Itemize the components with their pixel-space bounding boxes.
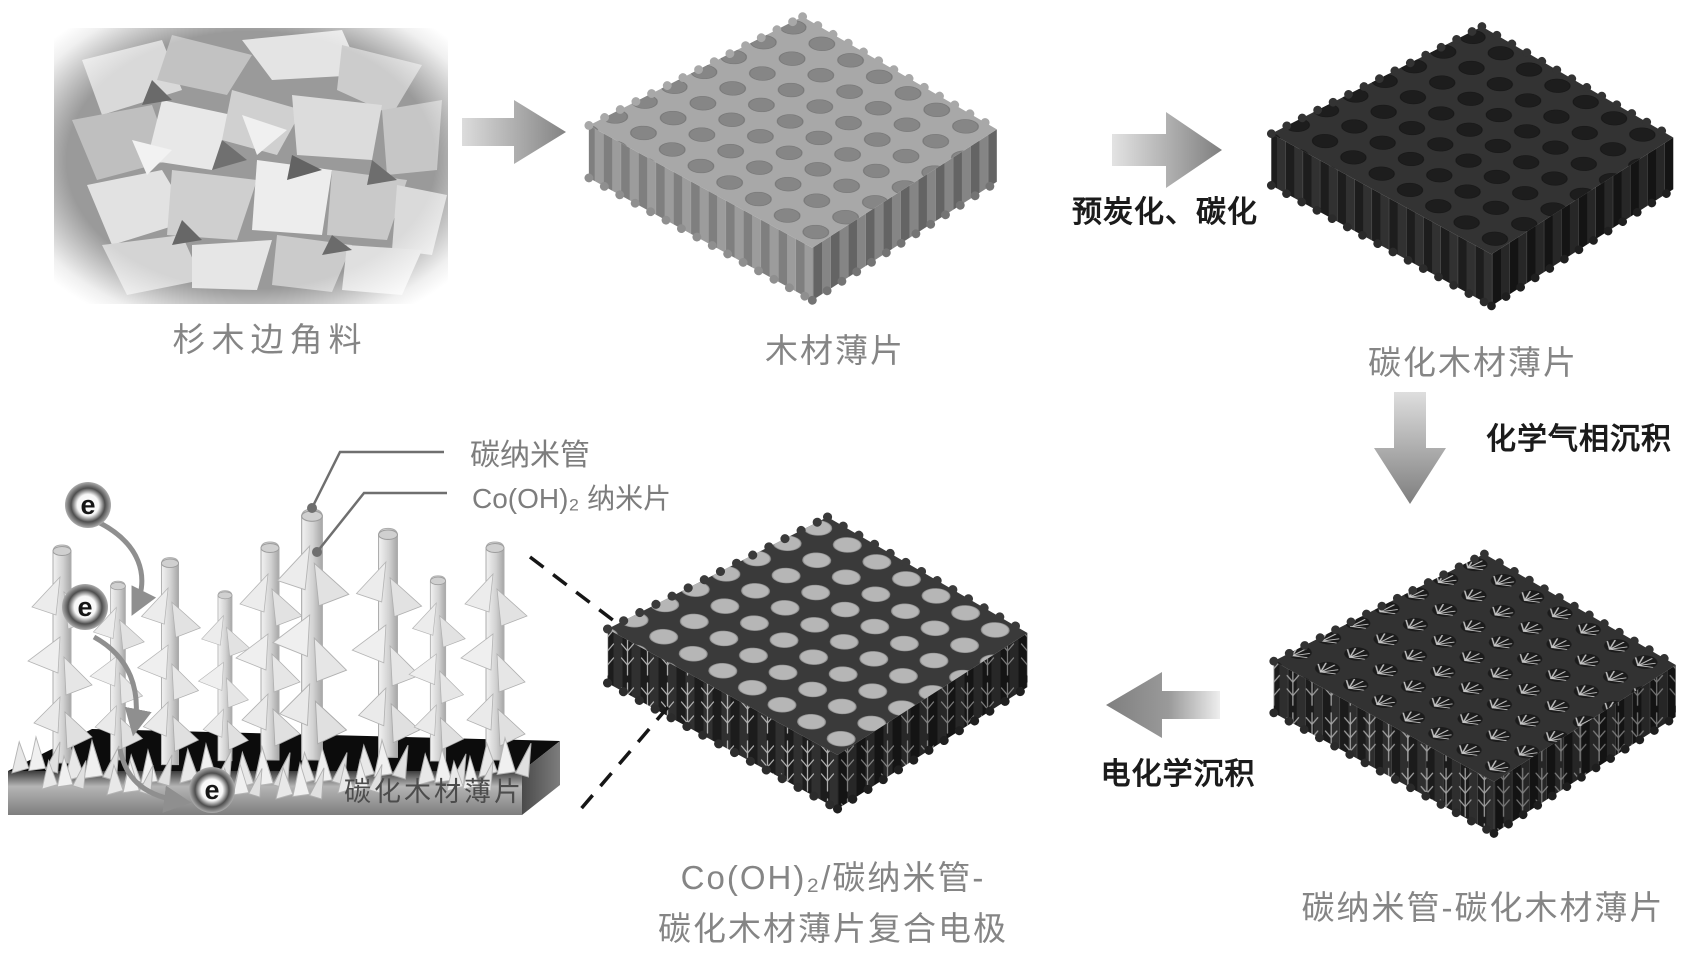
electron-flow-arrows <box>92 520 192 813</box>
electron-symbol: e <box>77 591 93 622</box>
electron-symbol: e <box>204 774 220 805</box>
cvd-step-label: 化学气相沉积 <box>1486 423 1672 456</box>
composite-electrode-illustration <box>603 512 1032 814</box>
substrate-label: 碳化木材薄片 <box>344 777 524 807</box>
nanosheet-callout-label: Co(OH)₂ 纳米片 <box>472 483 672 514</box>
arrow-down-icon <box>1374 392 1446 504</box>
wood-slice-illustration <box>584 12 1002 305</box>
wood-scraps-caption: 杉木边角料 <box>172 321 368 358</box>
cnt-slice-caption: 碳纳米管-碳化木材薄片 <box>1301 889 1665 926</box>
wood-scraps-photo <box>42 20 460 312</box>
dashed-connector <box>528 555 670 812</box>
detail-illustration <box>8 450 560 815</box>
substrate-side-face <box>522 741 560 815</box>
carbonized-slice-caption: 碳化木材薄片 <box>1368 344 1578 381</box>
wood-slice-caption: 木材薄片 <box>765 332 905 369</box>
electrodeposition-step-label: 电化学沉积 <box>1100 758 1256 791</box>
electron-badge: e <box>189 767 235 813</box>
electron-badge: e <box>62 584 108 630</box>
cnt-slice-illustration <box>1269 549 1681 838</box>
arrow-right-icon <box>1112 112 1222 188</box>
electron-symbol: e <box>80 489 96 520</box>
callout-line <box>307 450 447 557</box>
carbonized-slice-illustration <box>1266 22 1678 311</box>
arrow-left-icon <box>1106 672 1220 738</box>
arrow-right-icon <box>462 100 566 164</box>
composite-electrode-caption-line2: 碳化木材薄片复合电极 <box>658 910 1008 947</box>
composite-electrode-caption-line1: Co(OH)₂/碳纳米管- <box>680 859 986 896</box>
cnt-callout-label: 碳纳米管 <box>470 439 590 472</box>
electron-badge: e <box>65 482 111 528</box>
carbonization-step-label: 预炭化、碳化 <box>1072 196 1258 229</box>
